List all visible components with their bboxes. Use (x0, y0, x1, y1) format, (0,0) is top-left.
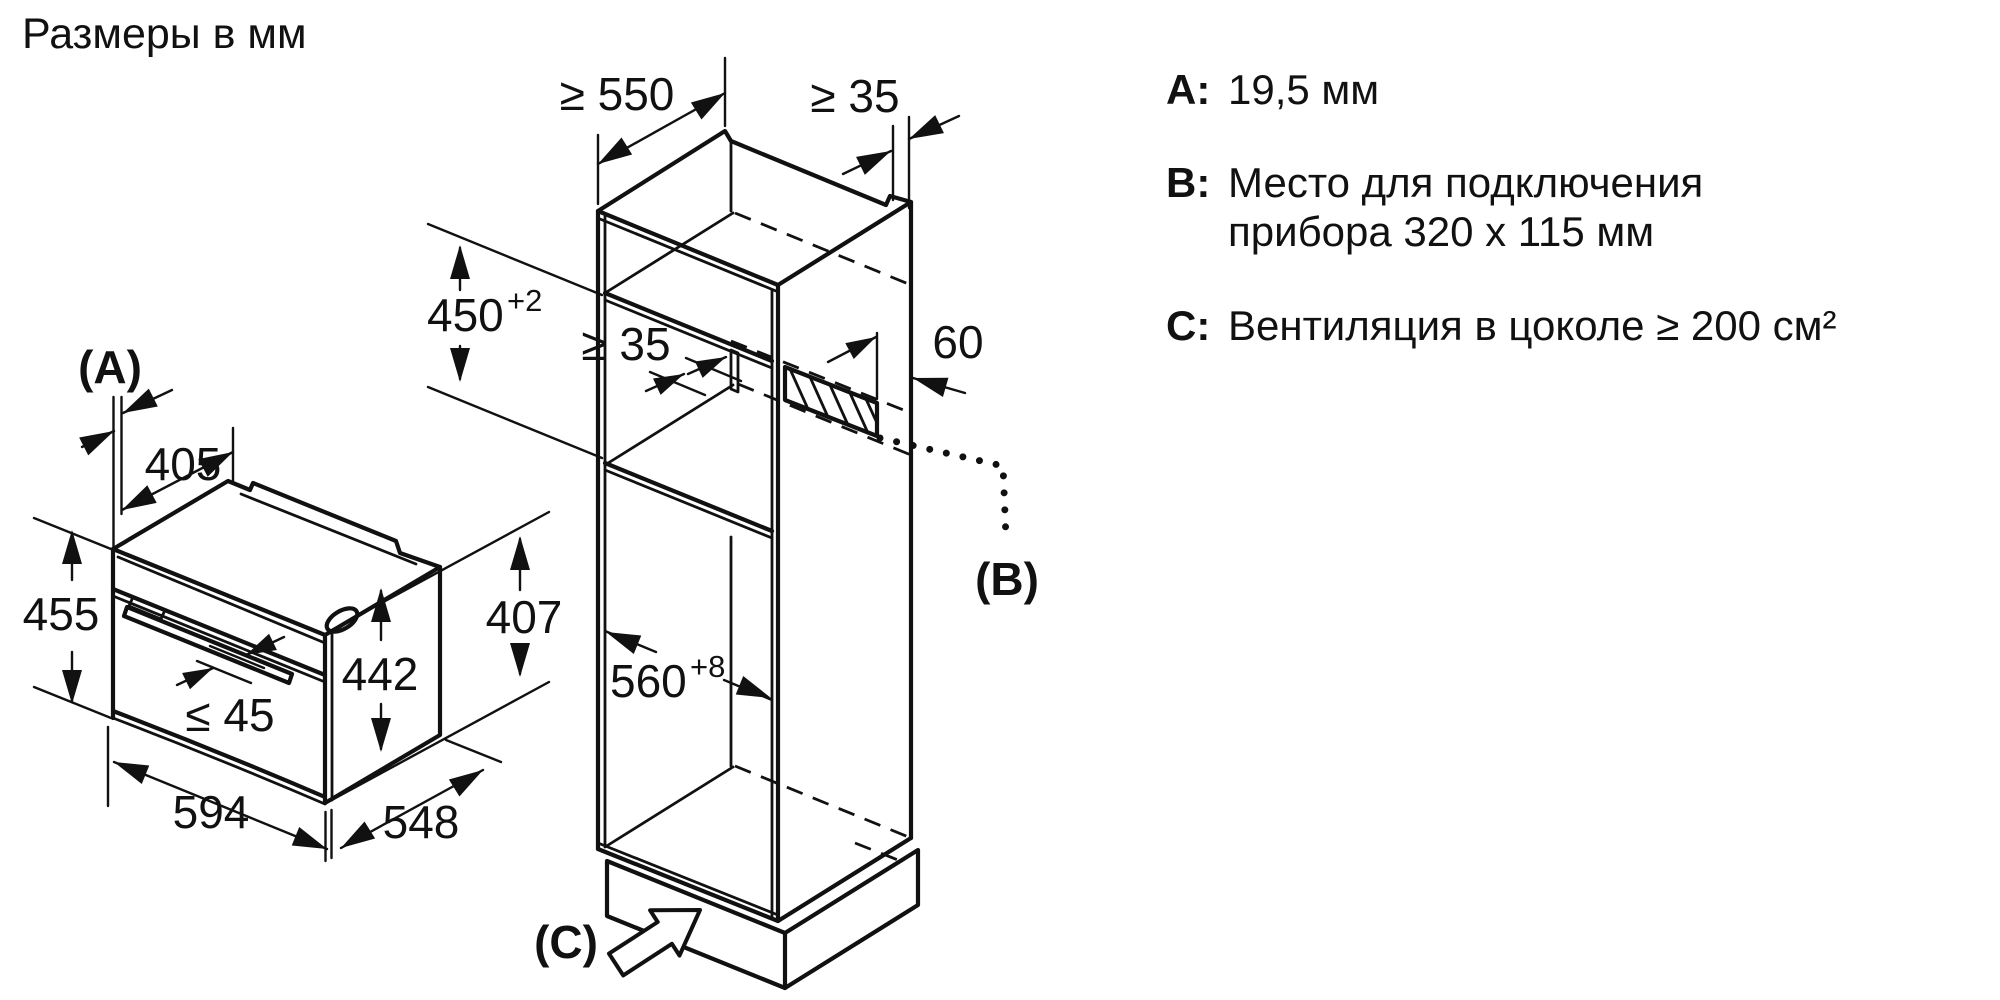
cabinet-dim-560: 560 +8 (603, 629, 774, 707)
cabinet-ref-b-label: (B) (975, 553, 1039, 605)
oven-dim-594: 594 (106, 725, 333, 863)
oven-dim-442-label: 442 (342, 648, 419, 700)
cabinet-dim-560-label: 560 (610, 655, 687, 707)
legend-key-c: C: (1166, 302, 1210, 349)
cabinet-dim-35-top: ≥ 35 (810, 70, 961, 210)
cabinet-dim-450: 450 +2 (426, 222, 604, 460)
oven-dim-45-label: ≤ 45 (185, 689, 274, 741)
oven-dim-407-label: 407 (486, 591, 563, 643)
legend-key-a: A: (1166, 66, 1210, 113)
cabinet-dim-550: ≥ 550 (560, 56, 727, 206)
socket-zone (782, 364, 880, 439)
legend: A: 19,5 мм B: Место для подключения приб… (1166, 66, 1837, 349)
oven-ref-a-label: (A) (78, 341, 142, 393)
cabinet-dim-60-label: 60 (932, 316, 983, 368)
cabinet-dim-450-label: 450 (427, 289, 504, 341)
oven-dim-594-label: 594 (173, 786, 250, 838)
oven-dim-405: 405 (120, 426, 235, 512)
oven-dim-ref-a: (A) (78, 341, 174, 550)
oven-dim-548: 548 (339, 738, 503, 850)
plinth (604, 841, 921, 991)
cabinet-dim-60: 60 (826, 316, 984, 401)
cabinet-dim-450-tolerance: +2 (507, 283, 542, 318)
legend-value-c: Вентиляция в цоколе ≥ 200 см² (1228, 302, 1837, 349)
niche-back-vent-strip (729, 348, 740, 394)
legend-key-b: B: (1166, 159, 1210, 206)
cabinet-body (595, 128, 914, 924)
oven-drawing: (A) 405 455 442 (23, 341, 563, 863)
cabinet-dim-35-inner-label: ≥ 35 (581, 318, 670, 370)
page-title: Размеры в мм (22, 10, 307, 58)
legend-value-a: 19,5 мм (1228, 66, 1379, 113)
cabinet-dim-35-top-label: ≥ 35 (810, 70, 899, 122)
oven-dim-405-label: 405 (145, 438, 222, 490)
ref-b-callout: (B) (876, 434, 1039, 605)
ref-c-callout: (C) (534, 908, 702, 978)
cabinet-ref-c-label: (C) (534, 916, 598, 968)
cabinet-dim-35-inner: ≥ 35 (581, 318, 743, 397)
oven-dim-455: 455 (23, 516, 113, 720)
socket-zone-hatch (788, 367, 879, 435)
oven-dim-548-label: 548 (383, 796, 460, 848)
cabinet-dim-550-label: ≥ 550 (560, 68, 675, 120)
ventilation-arrow (607, 908, 702, 978)
oven-dim-handle: ≤ 45 (175, 633, 286, 741)
cabinet-dim-560-tolerance: +8 (690, 649, 725, 684)
socket-zone-outline (782, 364, 880, 439)
side-grip-cutout (324, 606, 360, 634)
oven-dim-442: 442 (342, 588, 419, 752)
legend-value-b-line2: прибора 320 x 115 мм (1228, 208, 1654, 255)
legend-value-b-line1: Место для подключения (1228, 159, 1703, 206)
door-handle (121, 604, 295, 686)
oven-body (110, 478, 443, 806)
cabinet-drawing: ≥ 550 ≥ 35 450 +2 (426, 56, 1039, 991)
oven-dim-455-label: 455 (23, 588, 100, 640)
oven-dim-407: 407 (328, 510, 563, 803)
